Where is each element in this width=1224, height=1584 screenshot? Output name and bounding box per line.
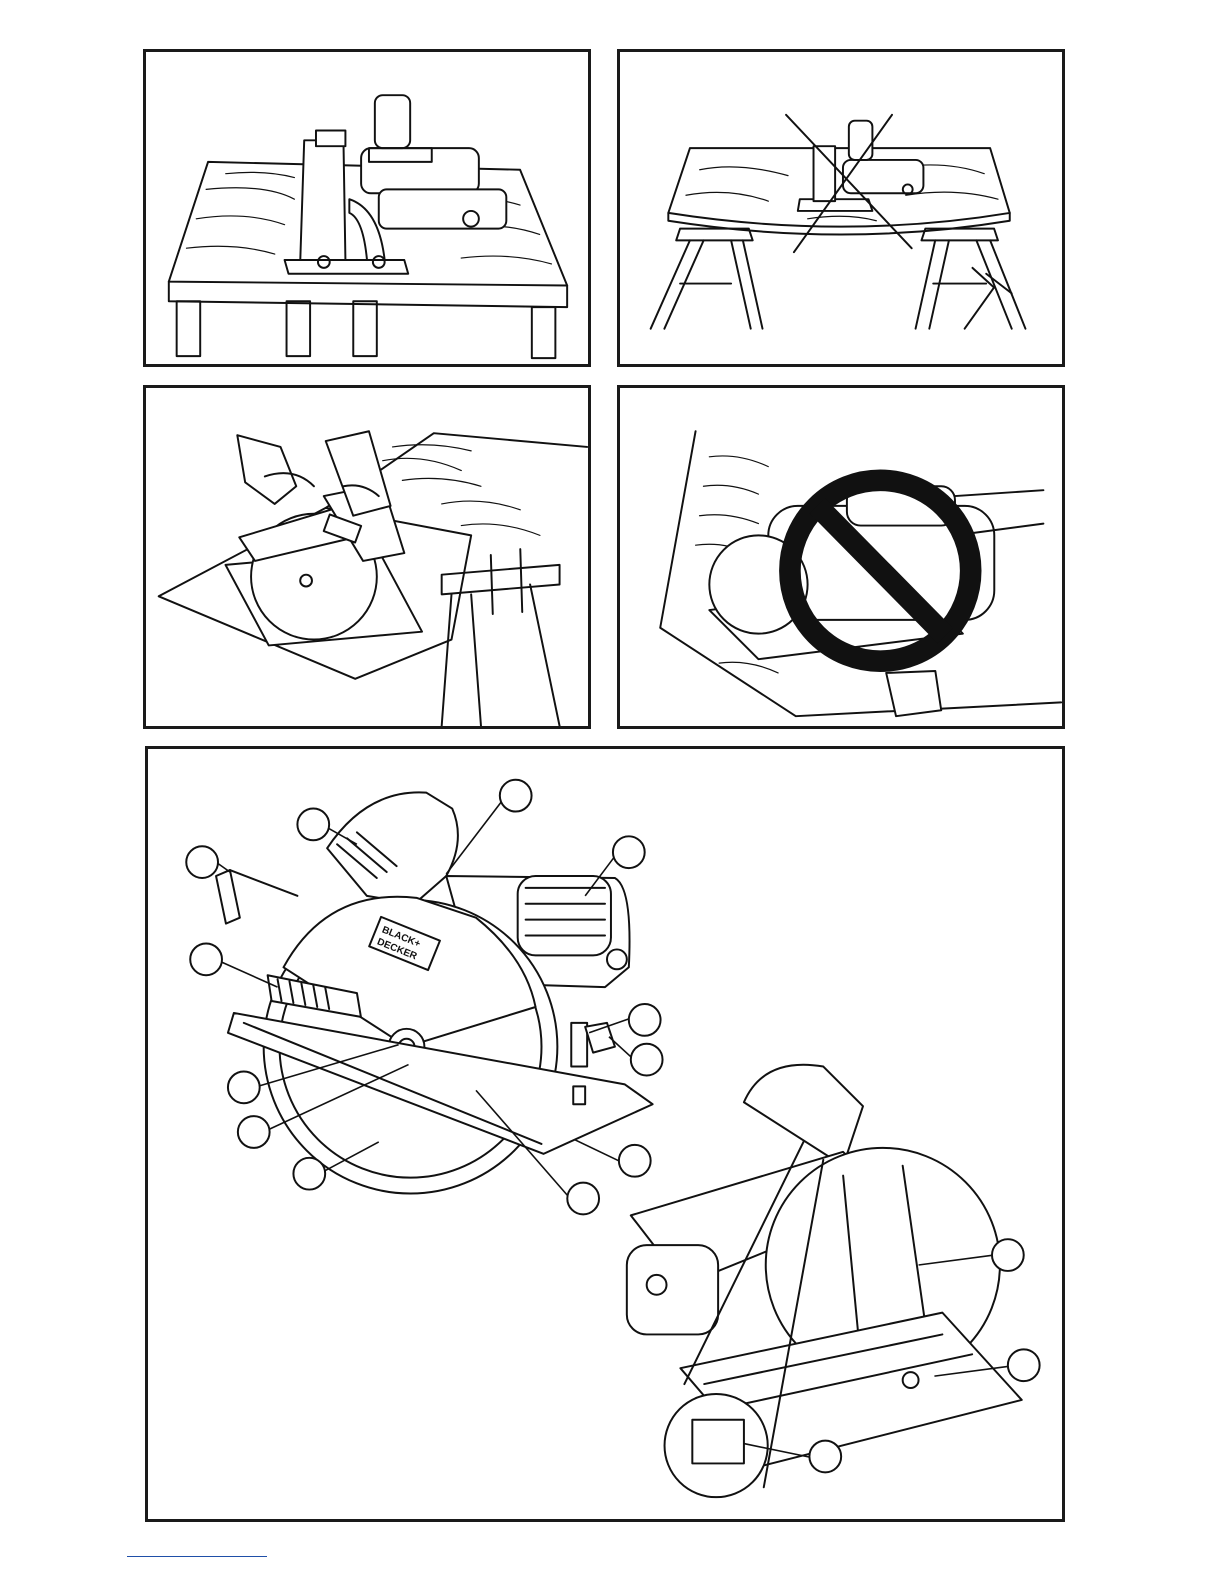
callout-11 <box>619 1145 651 1177</box>
callout-2 <box>297 809 329 841</box>
saw-on-sagging-board-illustration <box>620 52 1062 364</box>
saw-on-supported-board-illustration <box>146 52 588 364</box>
callout-6 <box>629 1004 661 1036</box>
figure-panel-two-hand-grip <box>143 385 591 729</box>
callout-12 <box>567 1183 599 1215</box>
callout-13 <box>992 1239 1024 1271</box>
callout-5 <box>190 943 222 975</box>
callout-1 <box>500 780 532 812</box>
callout-7 <box>631 1044 663 1076</box>
figure-panel-parts-identification: BLACK+ DECKER <box>145 746 1065 1522</box>
callout-3 <box>613 836 645 868</box>
two-hand-grip-illustration <box>146 388 588 726</box>
saw-rear-view <box>627 1065 1022 1497</box>
parts-identification-illustration: BLACK+ DECKER <box>148 749 1062 1519</box>
figure-panel-sagging-board <box>617 49 1065 367</box>
footer-rule <box>127 1556 267 1557</box>
figure-panel-supported-board <box>143 49 591 367</box>
callout-9 <box>238 1116 270 1148</box>
callout-10 <box>293 1158 325 1190</box>
callout-14 <box>1008 1349 1040 1381</box>
saw-side-view: BLACK+ DECKER <box>216 792 653 1193</box>
prohibited-hand-illustration <box>620 388 1062 726</box>
callout-15 <box>809 1441 841 1473</box>
callout-4 <box>186 846 218 878</box>
figure-panel-prohibited-hand <box>617 385 1065 729</box>
callout-8 <box>228 1071 260 1103</box>
